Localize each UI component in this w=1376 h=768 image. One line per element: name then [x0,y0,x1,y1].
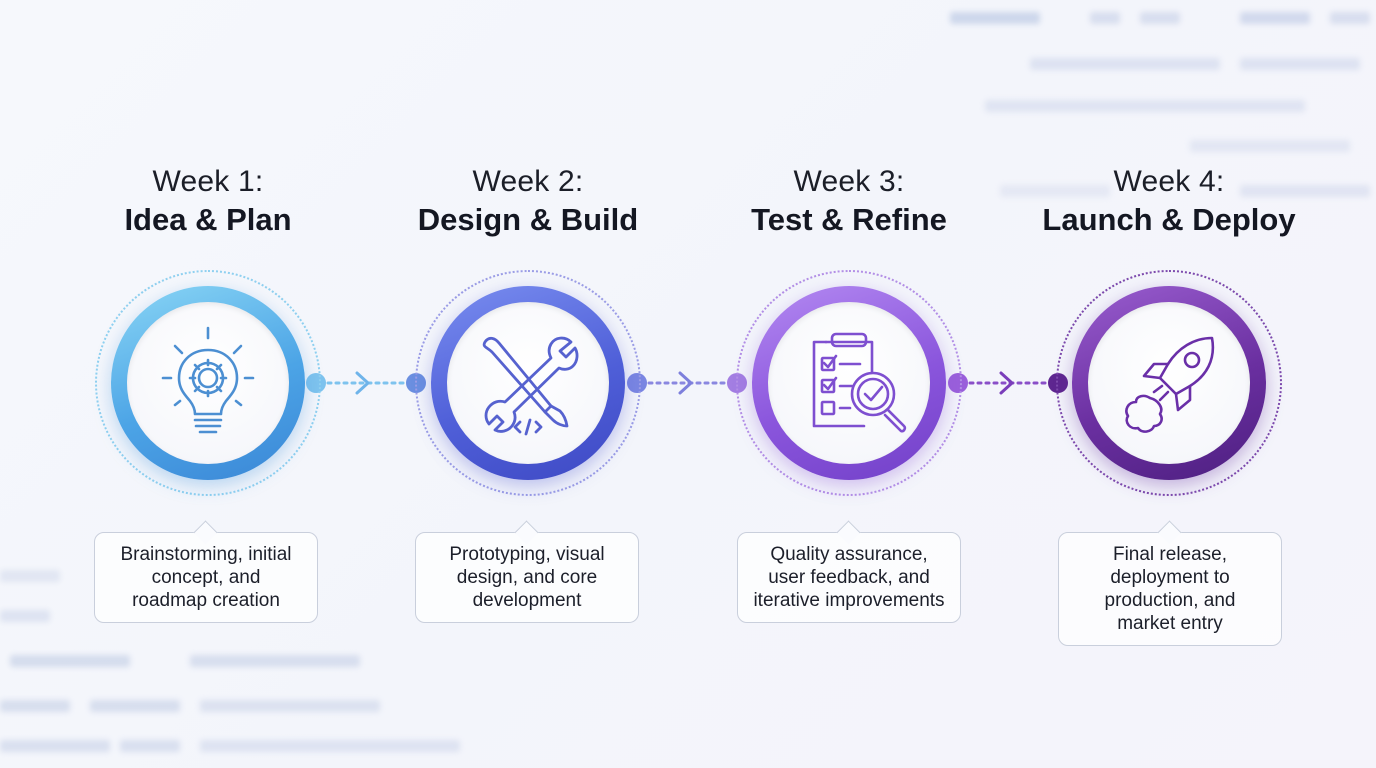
checklist-magnifier-icon [812,332,907,433]
stage-disc [1072,286,1266,480]
stage-outer-ring [95,270,321,496]
connector-2-3 [627,371,747,395]
stage-week-label: Week 1: [152,165,264,198]
lightbulb-gear-icon [161,326,255,434]
stage-description: Final release, deployment to production,… [1058,532,1282,646]
stage-week-label: Week 4: [1113,165,1225,198]
stage-disc [111,286,305,480]
stage-title: Test & Refine [751,202,947,237]
stage-outer-ring [736,270,962,496]
rocket-icon [1125,336,1215,433]
stage-week-label: Week 2: [472,165,584,198]
stage-title: Design & Build [417,202,639,237]
stage-description: Prototyping, visual design, and core dev… [415,532,639,623]
stage-disc [431,286,625,480]
stage-disc [752,286,946,480]
connector-1-2 [306,371,426,395]
stage-title: Launch & Deploy [1042,202,1296,237]
wrench-brush-code-icon [482,336,579,436]
connector-3-4 [948,371,1068,395]
stage-outer-ring [1056,270,1282,496]
stage-title: Idea & Plan [124,202,292,237]
stage-outer-ring [415,270,641,496]
stage-week-label: Week 3: [793,165,905,198]
stage-description: Quality assurance, user feedback, and it… [737,532,961,623]
stage-description: Brainstorming, initial concept, and road… [94,532,318,623]
